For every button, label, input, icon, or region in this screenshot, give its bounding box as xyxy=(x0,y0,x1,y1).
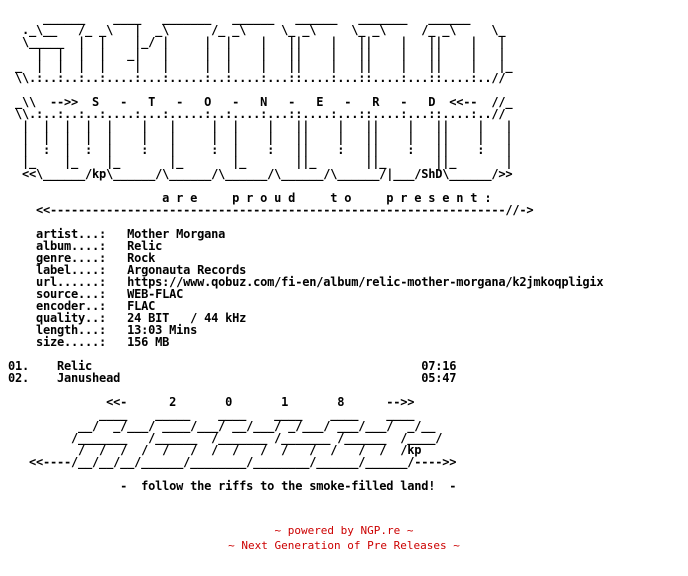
nfo-line: artist...: Mother Morgana xyxy=(8,227,226,241)
nfo-line: 02. Janushead 05:47 xyxy=(8,371,457,385)
nfo-line: ____ _____ ____ ____ ____ ____ xyxy=(8,407,415,421)
nfo-line: | | | | _| | | | | || | || | || | | xyxy=(8,47,506,61)
nfo-line: size.....: 156 MB xyxy=(8,335,170,349)
nfo-line: ._\__ /_ _\ | _\ /_ _\ \_ _\ \_ _\ /_ _\… xyxy=(8,23,506,37)
nfo-line: 01. Relic 07:16 xyxy=(8,359,457,373)
nfo-line: quality..: 24 BIT / 44 kHz xyxy=(8,311,247,325)
nfo-line: a r e p r o u d t o p r e s e n t : xyxy=(8,191,492,205)
nfo-line: <<--------------------------------------… xyxy=(8,203,534,217)
nfo-line: |_ |_ |_ |_ |_ ||_ ||_ ||_ | xyxy=(8,155,513,169)
nfo-line: ______ ____ _______ ______ ______ ______… xyxy=(8,11,471,25)
nfo-line: - follow the riffs to the smoke-filled l… xyxy=(8,479,457,493)
nfo-line: | | | | | | | | | | || | || | || | | xyxy=(8,119,513,133)
nfo-line: <<- 2 0 1 8 -->> xyxy=(8,395,415,409)
nfo-line: \\.:..:..:..:....:...:.....:..:....:...:… xyxy=(8,71,506,85)
nfo-line: album....: Relic xyxy=(8,239,163,253)
nfo-text: ______ ____ _______ ______ ______ ______… xyxy=(8,11,604,493)
footer-next-generation: ~ Next Generation of Pre Releases ~ xyxy=(228,539,460,552)
nfo-line: length...: 13:03 Mins xyxy=(8,323,198,337)
nfo-line: label....: Argonauta Records xyxy=(8,263,247,277)
footer-powered-by: ~ powered by NGP.re ~ xyxy=(274,524,414,537)
nfo-line: \_____ | | |_/ | | | | || | || | || | | xyxy=(8,35,506,49)
nfo-line: <<\______/kp\______/\______/\______/\___… xyxy=(8,167,513,181)
nfo-line: genre....: Rock xyxy=(8,251,156,265)
nfo-line: / / / / / / / / / / / / / / /kp xyxy=(8,443,422,457)
nfo-line: /_______ /______ /_______ /_______ /____… xyxy=(8,431,443,445)
nfo-line: <<----/__/__/__/______/________/________… xyxy=(8,455,457,469)
nfo-line: source...: WEB-FLAC xyxy=(8,287,184,301)
nfo-line: \\.:..:..:..:....:...:.....:..:....:...:… xyxy=(8,107,506,121)
nfo-line: __/ _/___/ ____/___/ __/___/ _/___/ ___/… xyxy=(8,419,436,433)
nfo-line: encoder..: FLAC xyxy=(8,299,156,313)
nfo-line: | : | : | : | : | : || : || : || : | xyxy=(8,143,513,157)
nfo-line: url......: https://www.qobuz.com/fi-en/a… xyxy=(8,275,604,289)
nfo-line: _\\ -->> S - T - O - N - E - R - D <<-- … xyxy=(8,95,513,109)
nfo-line: | | | | | | | | | | || | || | || | | xyxy=(8,131,513,145)
nfo-line: _ | | | | | | | | | || | || | || | |_ xyxy=(8,59,513,73)
